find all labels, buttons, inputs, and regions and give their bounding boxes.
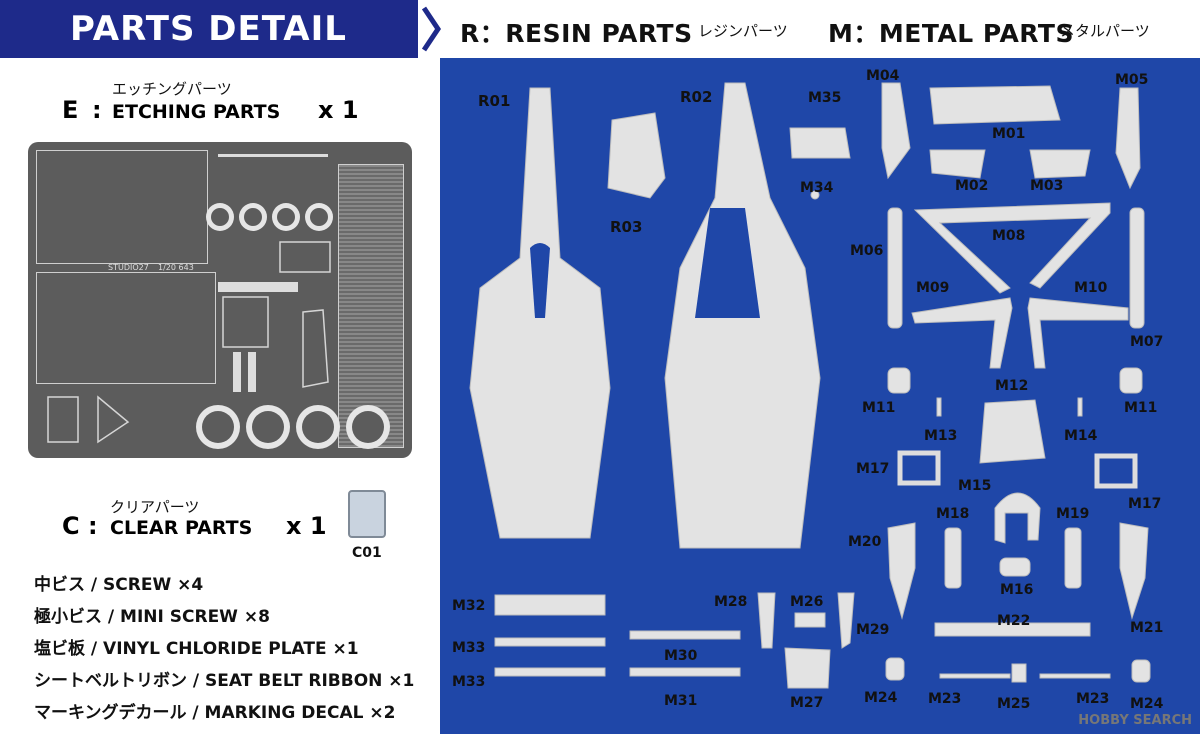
etching-sheet-image: STUDIO27 1/20 643 [28,142,412,458]
metal-legend: M：METAL PARTS [828,19,1074,48]
accessory-item: 中ビス / SCREW ×4 [34,575,204,595]
clear-part-label: C01 [352,545,382,561]
part-label-m17-left: M17 [856,461,890,477]
part-label-m13: M13 [924,428,958,444]
part-label-m23-right: M23 [1076,691,1110,707]
etching-code: E [62,96,79,124]
part-label-m20: M20 [848,534,882,550]
part-label-r02: R02 [680,88,713,106]
parts-photo [469,82,1151,689]
part-label-m09: M09 [916,280,950,296]
clear-qty: x 1 [286,512,327,540]
part-label-m10: M10 [1074,280,1108,296]
part-label-m25: M25 [997,696,1031,712]
etching-kana: エッチングパーツ [112,80,232,98]
part-label-m33-bottom: M33 [452,674,486,690]
part-label-m11-right: M11 [1124,400,1158,416]
part-label-m24-right: M24 [1130,696,1164,712]
accessory-item: マーキングデカール / MARKING DECAL ×2 [34,703,396,723]
part-label-m31: M31 [664,693,698,709]
page-title: PARTS DETAIL [70,9,347,49]
part-label-m03: M03 [1030,178,1064,194]
header-legend: R：RESIN PARTS レジンパーツ M：METAL PARTS メタルパー… [448,6,1200,50]
part-label-m32: M32 [452,598,486,614]
part-label-m27: M27 [790,695,824,711]
part-label-m28: M28 [714,594,748,610]
part-label-m17-right: M17 [1128,496,1162,512]
etching-qty: x 1 [318,96,359,124]
part-label-m21: M21 [1130,620,1164,636]
chevron-right-icon [421,6,442,52]
part-label-r03: R03 [610,218,643,236]
part-label-m12: M12 [995,378,1029,394]
resin-kana: レジンパーツ [698,22,788,40]
part-label-m18: M18 [936,506,970,522]
part-label-m05: M05 [1115,72,1149,88]
clear-kana: クリアパーツ [110,498,200,516]
sheet-brand-text: STUDIO27 [108,263,149,272]
etching-label: ETCHING PARTS [112,101,281,123]
resin-legend: R：RESIN PARTS [460,19,693,48]
part-label-m15: M15 [958,478,992,494]
parts-photo-background: R01 R02 R03 M35 M34 M04 M05 M01 M02 M03 … [440,58,1200,734]
part-label-m29: M29 [856,622,890,638]
part-label-m14: M14 [1064,428,1098,444]
part-label-m26: M26 [790,594,824,610]
part-label-m33-top: M33 [452,640,486,656]
accessory-item: 極小ビス / MINI SCREW ×8 [34,607,270,627]
part-label-m24-left: M24 [864,690,898,706]
watermark: HOBBY SEARCH [1078,713,1192,728]
part-label-m30: M30 [664,648,698,664]
part-label-r01: R01 [478,92,511,110]
accessory-item: 塩ビ板 / VINYL CHLORIDE PLATE ×1 [34,639,359,659]
part-label-m06: M06 [850,243,884,259]
clear-part-image [348,490,386,538]
part-label-m19: M19 [1056,506,1090,522]
part-label-m01: M01 [992,126,1026,142]
part-label-m02: M02 [955,178,989,194]
part-label-m23-left: M23 [928,691,962,707]
clear-code: C [62,512,80,540]
part-label-m34: M34 [800,180,834,196]
sheet-scale-text: 1/20 643 [158,263,194,272]
clear-label: CLEAR PARTS [110,517,253,539]
accessory-item: シートベルトリボン / SEAT BELT RIBBON ×1 [34,671,415,691]
part-label-m07: M07 [1130,334,1164,350]
part-label-m16: M16 [1000,582,1034,598]
part-label-m08: M08 [992,228,1026,244]
part-label-m35: M35 [808,90,842,106]
header-title-banner: PARTS DETAIL [0,0,418,58]
part-label-m04: M04 [866,68,900,84]
metal-kana: メタルパーツ [1060,22,1150,40]
part-label-m22: M22 [997,613,1031,629]
part-label-m11-left: M11 [862,400,896,416]
